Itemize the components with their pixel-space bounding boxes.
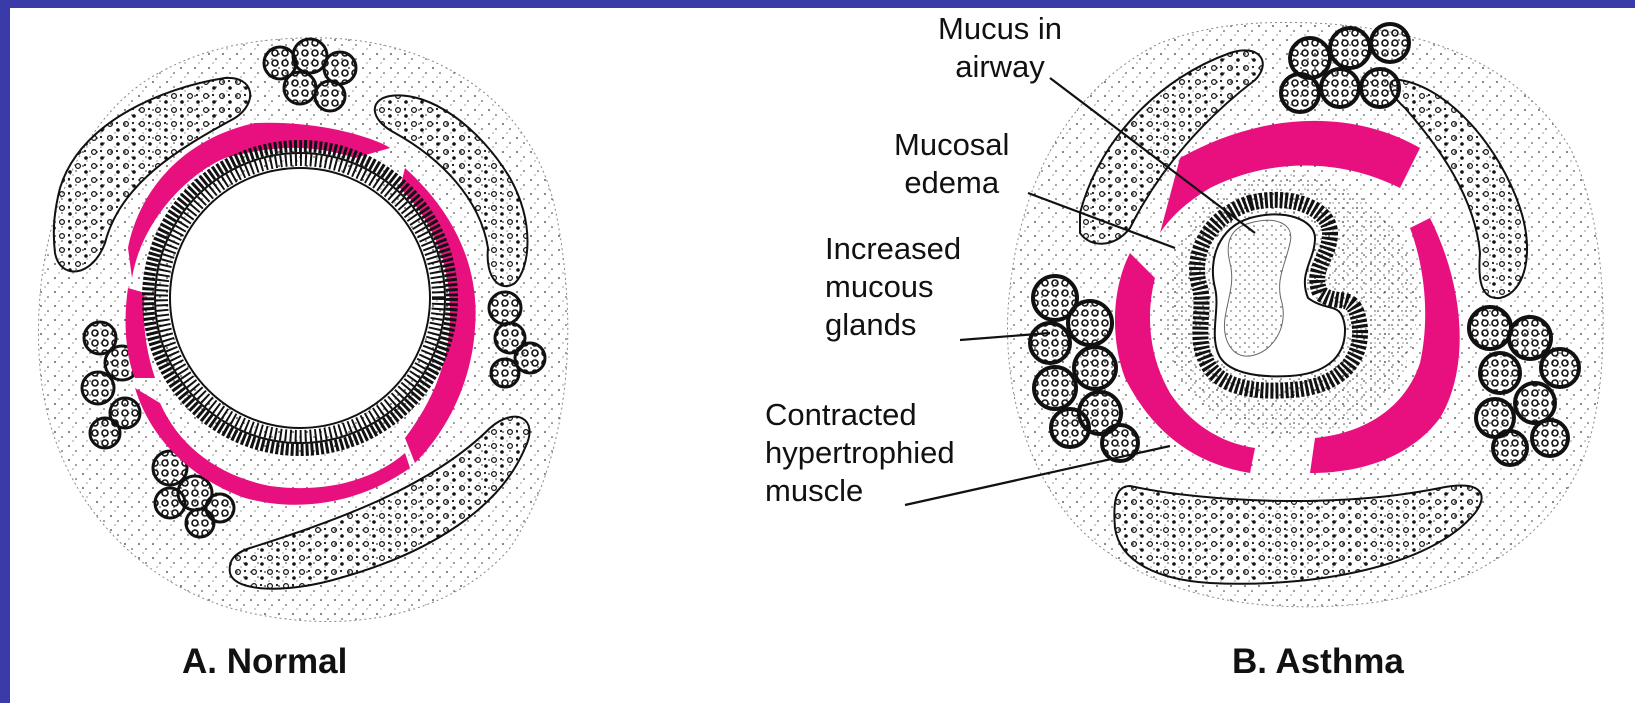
normal-airway-diagram xyxy=(38,38,567,622)
edema-label-line-2: edema xyxy=(894,164,1009,202)
edema-label-line-1: Mucosal xyxy=(894,126,1009,164)
mucus-label: Mucus in airway xyxy=(938,10,1062,86)
glands-label-line-2: mucous xyxy=(825,268,961,306)
glands-label: Increased mucous glands xyxy=(825,230,961,344)
glands-label-line-3: glands xyxy=(825,306,961,344)
normal-airway-lumen xyxy=(170,168,430,428)
mucus-label-line-2: airway xyxy=(938,48,1062,86)
asthma-caption: B. Asthma xyxy=(1232,642,1404,682)
mucus-label-line-1: Mucus in xyxy=(938,10,1062,48)
muscle-label: Contracted hypertrophied muscle xyxy=(765,396,955,510)
muscle-label-line-2: hypertrophied xyxy=(765,434,955,472)
asthma-airway-diagram xyxy=(905,22,1603,606)
glands-label-line-1: Increased xyxy=(825,230,961,268)
normal-caption: A. Normal xyxy=(182,642,347,682)
diagram-canvas: A. Normal B. Asthma Mucus in airway Muco… xyxy=(10,8,1635,703)
muscle-label-line-1: Contracted xyxy=(765,396,955,434)
muscle-label-line-3: muscle xyxy=(765,472,955,510)
edema-label: Mucosal edema xyxy=(894,126,1009,202)
